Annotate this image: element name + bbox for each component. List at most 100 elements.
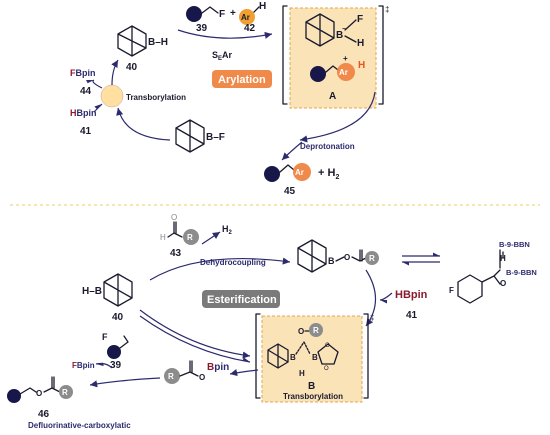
svg-text:FBpin: FBpin <box>70 68 96 78</box>
oxygen-label: O <box>324 366 329 372</box>
compound-number-41: 41 <box>406 310 418 321</box>
product-46: O R 46 <box>7 376 73 420</box>
defluorinative-label: Defluorinative-carboxylatic <box>28 421 131 430</box>
r-label: R <box>369 254 375 263</box>
h2-byproduct: H2 <box>222 224 233 236</box>
svg-text:+ H2: + H2 <box>318 167 339 181</box>
arene-circle-icon <box>293 163 311 181</box>
arylation-pill: Arylation <box>212 70 272 88</box>
transborylation-node: FBpin 44 Transborylation HBpin 41 <box>70 68 186 137</box>
boron-label-2: B <box>312 353 318 362</box>
transborylation-label: Transborylation <box>126 93 186 102</box>
transition-state-B: ‡ O R B B H O O B Transborylation <box>255 313 374 403</box>
oxygen-label: O <box>171 213 177 222</box>
transition-state-A: ‡ B − F H Ar + H A <box>282 5 389 109</box>
oxygen-label: O <box>344 253 350 262</box>
compound-bbn-f: B–F <box>175 119 225 153</box>
arenium-circle-icon <box>337 63 355 81</box>
ts-box <box>289 7 377 109</box>
r-label: R <box>62 388 68 397</box>
hydrogen-red-label: H <box>358 60 365 71</box>
r-label: R <box>187 233 193 242</box>
svg-text:H2: H2 <box>222 224 233 236</box>
compound-40-hb: H–B 40 <box>82 273 133 323</box>
arene-label: Ar <box>295 168 304 177</box>
hydrogen-label: H <box>259 1 266 12</box>
svg-text:Bpin: Bpin <box>207 362 229 373</box>
boron-label: B <box>336 30 343 41</box>
reagent-42: Ar H 42 <box>239 1 266 34</box>
svg-text:HBpin: HBpin <box>70 108 97 118</box>
oxygen-label: O <box>298 327 304 336</box>
boryl-ester: R O Bpin <box>164 360 229 384</box>
product-45: Ar + H2 45 <box>264 163 339 197</box>
oxygen-label: O <box>325 343 330 349</box>
reagent-39: F 39 <box>186 6 225 34</box>
arylation-label: Arylation <box>218 74 266 86</box>
b9bbn-top: B-9-BBN <box>499 240 530 249</box>
compound-number-43: 43 <box>170 248 182 259</box>
compound-number-45: 45 <box>284 186 296 197</box>
transborylation-label: Transborylation <box>283 392 343 401</box>
compound-43-acid: H O R 43 <box>160 213 199 259</box>
compound-number-39: 39 <box>110 360 122 371</box>
compound-40-bbn-h: B–H 40 <box>117 25 168 73</box>
bead-icon <box>310 66 326 82</box>
r-group-circle <box>365 251 379 265</box>
bead-icon <box>186 6 202 22</box>
transborylation-circle <box>100 84 124 108</box>
b9bbn-bottom: B-9-BBN <box>506 268 537 277</box>
esterification-label: Esterification <box>207 294 277 306</box>
reagent-39-bottom: F 39 <box>102 332 129 371</box>
hb-label: H–B <box>82 286 102 297</box>
compound-number-44: 44 <box>80 86 92 97</box>
r-group-circle <box>164 368 180 384</box>
arene-label: Ar <box>241 13 250 22</box>
hydrogen-label: H <box>160 233 166 242</box>
minus-charge: − <box>342 26 346 33</box>
boron-label-1: B <box>290 353 296 362</box>
bead-icon <box>107 345 121 359</box>
arene-circle-icon <box>239 9 255 25</box>
ts-label-A: A <box>329 91 336 102</box>
bbn-ester: B O R <box>297 239 379 273</box>
compound-number-39: 39 <box>196 23 208 34</box>
r-group-circle <box>59 385 73 399</box>
bead-icon <box>264 166 280 182</box>
hbpin-label: HBpin <box>395 289 428 301</box>
compound-number-40: 40 <box>126 62 138 73</box>
ts-label-B: B <box>308 381 315 392</box>
ester-dimer: F O B-9-BBN B-9-BBN H <box>449 240 537 304</box>
compound-number-40: 40 <box>112 312 124 323</box>
boron-label: B <box>328 256 335 266</box>
bead-icon <box>7 389 21 403</box>
plus-sign: + <box>230 8 236 19</box>
plus-charge: + <box>343 54 348 63</box>
compound-number-46: 46 <box>38 409 50 420</box>
hydrogen-label: H <box>357 38 364 49</box>
deprotonation-label: Deprotonation <box>300 142 355 151</box>
r-group-circle <box>183 229 199 245</box>
arene-label: Ar <box>339 68 348 77</box>
sear-label: SEAr <box>212 50 233 62</box>
bh-label: B–H <box>148 37 168 48</box>
r-label: R <box>313 326 319 335</box>
esterification-pill: Esterification <box>202 290 280 308</box>
fluorine-label: F <box>357 14 363 25</box>
oxygen-label: O <box>36 389 42 398</box>
bf-label: B–F <box>206 132 225 143</box>
dagger-symbol: ‡ <box>385 5 389 14</box>
dagger-symbol: ‡ <box>370 313 374 322</box>
r-group-circle <box>309 323 323 337</box>
fluorine-label: F <box>102 332 108 342</box>
oxygen-label: O <box>500 279 506 288</box>
oxygen-label: O <box>199 373 205 382</box>
svg-text:SEAr: SEAr <box>212 50 233 62</box>
hydrogen-label: H <box>299 369 305 378</box>
compound-number-41: 41 <box>80 126 92 137</box>
svg-text:FBpin: FBpin <box>72 361 95 370</box>
fluorine-label: F <box>219 9 225 20</box>
fluorine-label: F <box>449 286 454 295</box>
r-label: R <box>168 372 174 381</box>
